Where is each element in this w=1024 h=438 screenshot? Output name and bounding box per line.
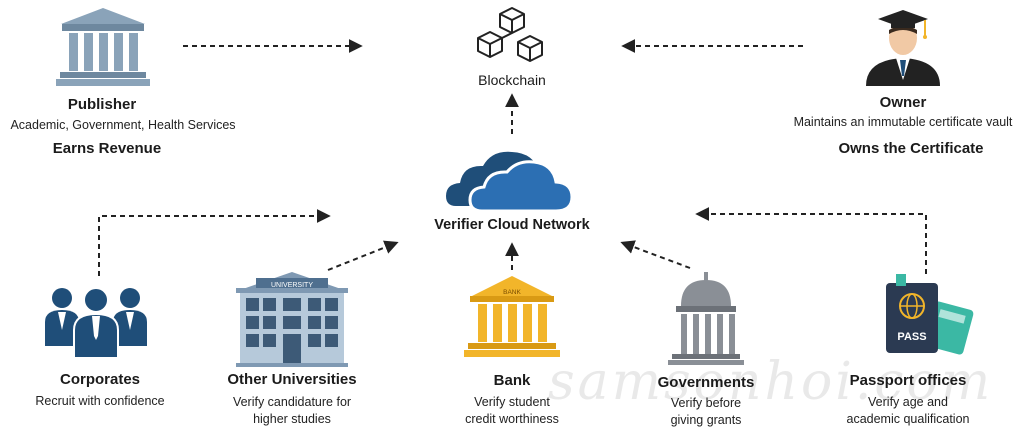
arrow-universities-to-network [327, 240, 399, 271]
owner-note: Owns the Certificate [838, 140, 984, 157]
universities-line2: higher studies [253, 412, 331, 426]
passport-title: Passport offices [849, 372, 967, 389]
publisher-building-icon [56, 8, 150, 86]
blockchain-label: Blockchain [478, 72, 546, 88]
bank-line1: Verify student [474, 395, 550, 409]
publisher-subtitle: Academic, Government, Health Services [10, 118, 236, 132]
cloud-network-icon [446, 151, 574, 213]
owner-title: Owner [879, 94, 927, 111]
owner-graduate-icon [866, 10, 940, 86]
arrow-passport-to-network [695, 207, 927, 274]
corporates-title: Corporates [59, 371, 141, 388]
publisher-note: Earns Revenue [52, 140, 162, 157]
passport-line1: Verify age and [868, 395, 948, 409]
passport-icon [886, 274, 974, 355]
university-building-icon [236, 272, 348, 367]
bank-line2: credit worthiness [465, 412, 559, 426]
governments-title: Governments [657, 374, 755, 391]
government-capitol-icon [668, 272, 744, 365]
corporates-line1: Recruit with confidence [35, 394, 165, 408]
blockchain-cubes-icon [477, 7, 543, 62]
bank-building-icon [464, 276, 560, 357]
universities-title: Other Universities [227, 371, 357, 388]
publisher-title: Publisher [67, 96, 137, 113]
owner-subtitle: Maintains an immutable certificate vault [793, 115, 1013, 129]
passport-cover-text: PASS [897, 331, 926, 343]
arrow-governments-to-network [620, 240, 691, 269]
network-label: Verifier Cloud Network [434, 217, 590, 233]
governments-line2: giving grants [670, 413, 742, 427]
bank-title: Bank [493, 372, 531, 389]
passport-line2: academic qualification [846, 412, 970, 426]
bank-sign-text: BANK [503, 289, 521, 296]
governments-line1: Verify before [670, 396, 742, 410]
university-sign-text: UNIVERSITY [271, 282, 313, 289]
arrow-corporates-to-network [98, 209, 331, 276]
corporates-people-icon [45, 287, 147, 359]
watermark-text: samsonhoi.com [548, 352, 994, 412]
universities-line1: Verify candidature for [232, 395, 352, 409]
